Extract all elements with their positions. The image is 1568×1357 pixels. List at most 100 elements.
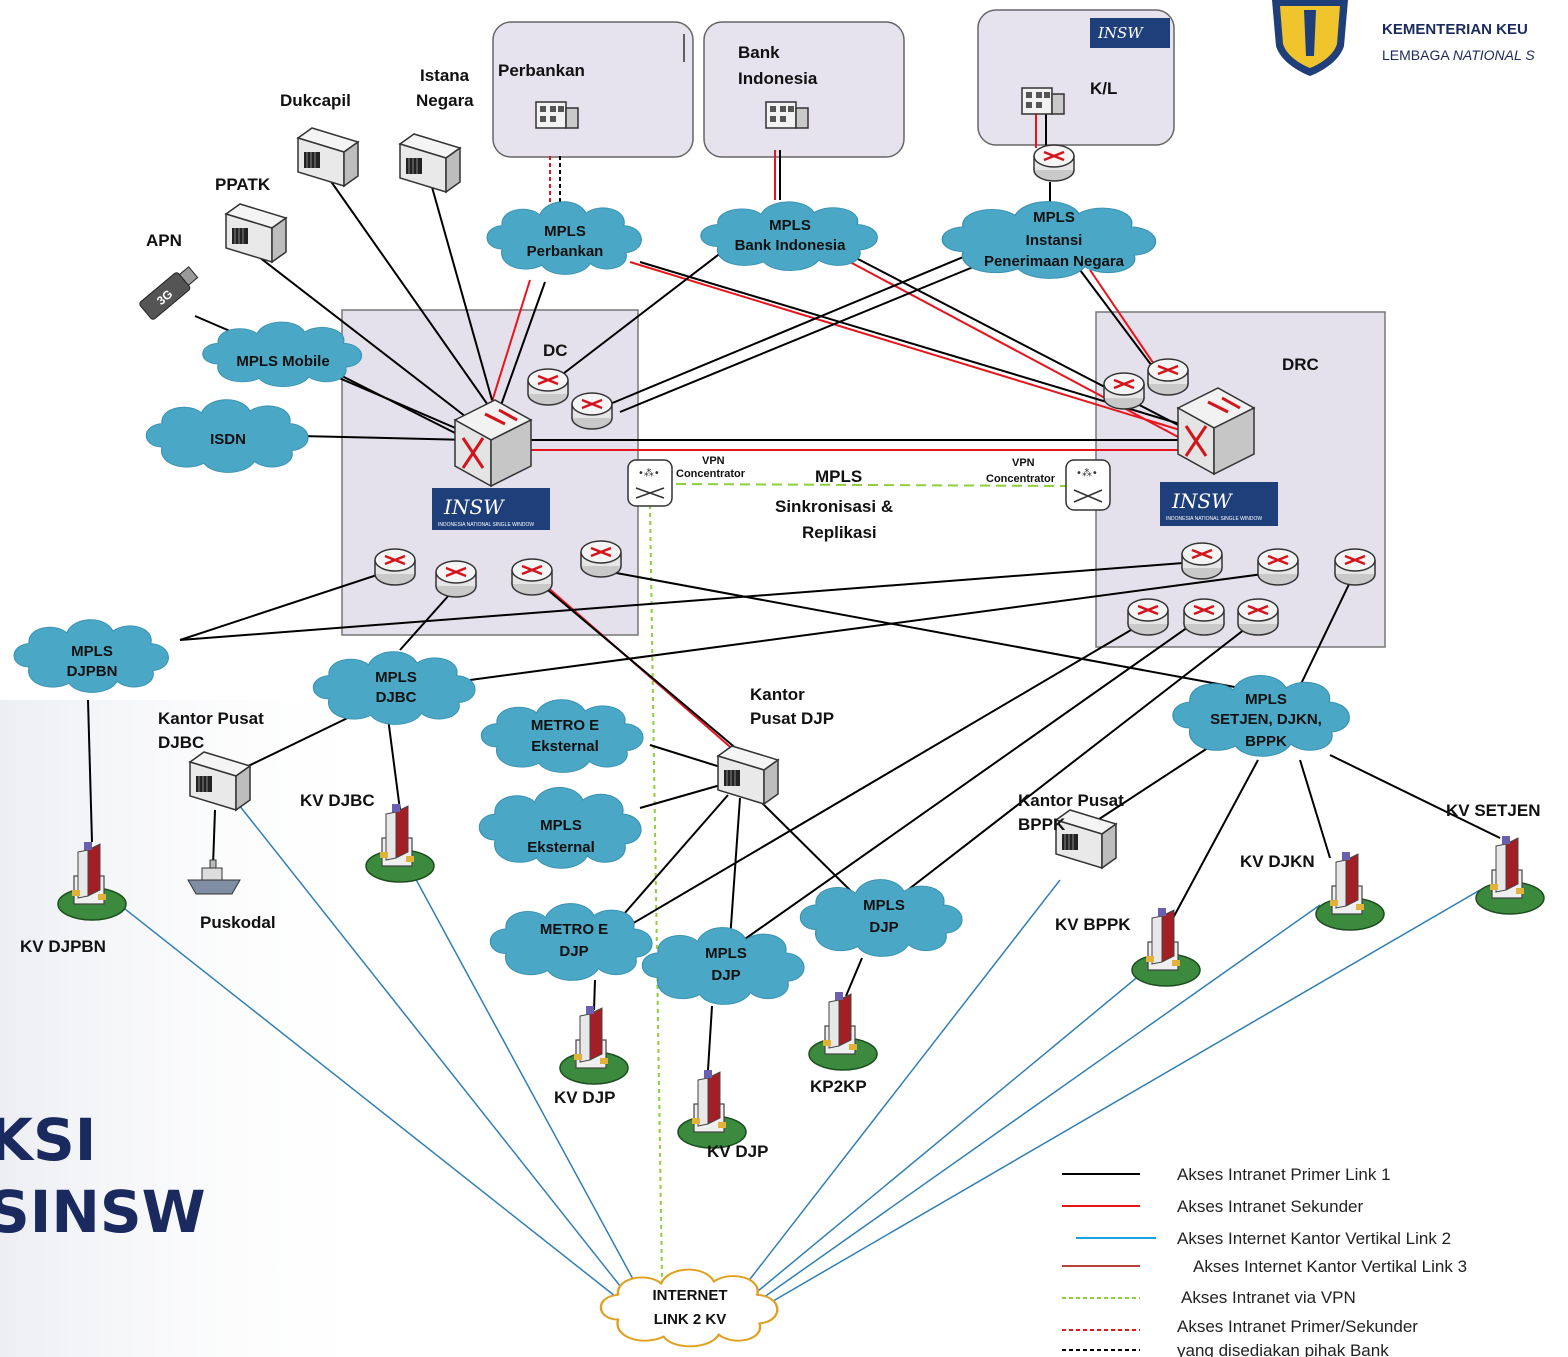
dc-insw-logo: INSW INDONESIA NATIONAL SINGLE WINDOW [432, 488, 550, 530]
puskodal-ship-icon [187, 859, 241, 895]
mpls-sync-title: MPLS [815, 467, 862, 486]
kv-djkn-label: KV DJKN [1240, 852, 1315, 871]
legend-label-4: Akses Intranet via VPN [1181, 1288, 1356, 1307]
drc-vpn-label-2: Concentrator [986, 473, 1056, 485]
dc-router-3-icon [373, 547, 417, 587]
kl-label: K/L [1090, 79, 1117, 98]
drc-router-5-icon [1333, 547, 1377, 587]
mpls-setjen-label-2: SETJEN, DJKN, [1210, 711, 1322, 728]
kv-bppk-icon [1131, 907, 1201, 987]
legend-label-0: Akses Intranet Primer Link 1 [1177, 1165, 1391, 1184]
kv-djp-1-icon [559, 1005, 629, 1085]
ppatk-label: PPATK [215, 175, 271, 194]
internet-links [119, 799, 1481, 1305]
mpls-djp-b-cloud [799, 879, 963, 957]
dc-router-2-icon [570, 391, 614, 431]
legend-label-3: Akses Internet Kantor Vertikal Link 3 [1193, 1257, 1467, 1276]
metro-e-eksternal-cloud [480, 699, 644, 773]
internet-cloud [599, 1268, 779, 1348]
ministry-emblem-icon [1272, 0, 1348, 76]
dc-router-1-icon [526, 367, 570, 407]
kv-bppk-label: KV BPPK [1055, 915, 1131, 934]
dc-vpn-label-1: VPN [702, 455, 725, 467]
kl-insw-logo: INSW [1090, 18, 1170, 48]
mpls-djbc-label-2: DJBC [376, 689, 417, 706]
legend-label-6: yang disediakan pihak Bank [1177, 1341, 1389, 1357]
legend: Akses Intranet Primer Link 1 Akses Intra… [1062, 1165, 1467, 1357]
bank-indonesia-box [703, 21, 905, 158]
kp2kp-label: KP2KP [810, 1077, 867, 1096]
legend-label-2: Akses Internet Kantor Vertikal Link 2 [1177, 1229, 1451, 1248]
vpn-links [675, 483, 1067, 487]
kv-djp-1-label: KV DJP [554, 1088, 615, 1107]
mpls-eksternal-label-2: Eksternal [527, 839, 595, 856]
legend-label-5: Akses Intranet Primer/Sekunder [1177, 1317, 1418, 1336]
dc-core-switch-icon [453, 399, 533, 488]
mpls-djp-a-cloud [641, 927, 805, 1005]
perbankan-box [492, 21, 694, 158]
mpls-djpbn-label-2: DJPBN [67, 663, 118, 680]
svg-text:INDONESIA NATIONAL SINGLE WIND: INDONESIA NATIONAL SINGLE WINDOW [1166, 516, 1262, 522]
svg-text:•⁂•: •⁂• [638, 467, 660, 479]
vpn-internet-link [649, 504, 663, 1281]
kp-bppk-label-1: Kantor Pusat [1018, 791, 1124, 810]
apn-3g-modem-icon: 3G [139, 266, 199, 320]
title-line-2: SINSW [0, 1178, 206, 1246]
drc-box [1095, 311, 1386, 648]
bi-label-1: Bank [738, 43, 780, 62]
legend-label-1: Akses Intranet Sekunder [1177, 1197, 1364, 1216]
dc-label: DC [543, 341, 568, 360]
kv-djpbn-label: KV DJPBN [20, 937, 106, 956]
kp-bppk-label-2: BPPK [1018, 815, 1066, 834]
kv-djbc-label: KV DJBC [300, 791, 375, 810]
metro-e-eksternal-label-2: Eksternal [531, 738, 599, 755]
internet-label-2: LINK 2 KV [654, 1311, 727, 1328]
drc-core-switch-icon [1176, 387, 1256, 476]
metro-e-eksternal-label-1: METRO E [531, 717, 599, 734]
mpls-djp-b-label-2: DJP [869, 919, 898, 936]
drc-insw-logo: INSW INDONESIA NATIONAL SINGLE WINDOW [1160, 482, 1278, 526]
mpls-perbankan-label-2: Perbankan [527, 243, 604, 260]
mpls-bi-label-1: MPLS [769, 217, 811, 234]
primary-links [87, 110, 1501, 1071]
dukcapil-server-icon [297, 127, 359, 187]
mpls-setjen-label-3: BPPK [1245, 733, 1287, 750]
drc-router-8-icon [1236, 597, 1280, 637]
mpls-djp-a-label-2: DJP [711, 967, 740, 984]
kv-djkn-icon [1315, 851, 1385, 931]
kp-djp-label-2: Pusat DJP [750, 709, 834, 728]
mpls-instansi-label-3: Penerimaan Negara [984, 253, 1125, 270]
title-line-1: KSI [0, 1106, 96, 1174]
drc-router-3-icon [1180, 541, 1224, 581]
mpls-instansi-label-1: MPLS [1033, 209, 1075, 226]
kv-setjen-icon [1475, 835, 1545, 915]
drc-label: DRC [1282, 355, 1319, 374]
drc-router-7-icon [1182, 597, 1226, 637]
svg-text:INSW: INSW [1097, 24, 1144, 42]
kp-djp-label-1: Kantor [750, 685, 805, 704]
drc-router-2-icon [1146, 357, 1190, 397]
mpls-instansi-label-2: Instansi [1026, 232, 1083, 249]
kv-setjen-label: KV SETJEN [1446, 801, 1540, 820]
kv-djp-2-label: KV DJP [707, 1142, 768, 1161]
metro-e-djp-label-2: DJP [559, 943, 588, 960]
mpls-perbankan-label-1: MPLS [544, 223, 586, 240]
dc-router-4-icon [434, 559, 478, 599]
ministry-name: KEMENTERIAN KEU [1382, 21, 1528, 38]
kl-router-icon [1032, 143, 1076, 183]
kp-djbc-label-1: Kantor Pusat [158, 709, 264, 728]
mpls-eksternal-label-1: MPLS [540, 817, 582, 834]
svg-text:INSW: INSW [1171, 489, 1233, 513]
istana-label-1: Istana [420, 66, 470, 85]
drc-router-1-icon [1102, 371, 1146, 411]
svg-text:•⁂•: •⁂• [1076, 467, 1098, 479]
kv-djp-2-icon [677, 1069, 747, 1149]
drc-vpn-concentrator-icon: •⁂• [1065, 459, 1111, 511]
mpls-bi-label-2: Bank Indonesia [735, 237, 847, 254]
dukcapil-label: Dukcapil [280, 91, 351, 110]
kp2kp-icon [808, 991, 878, 1071]
isdn-label: ISDN [210, 431, 246, 448]
drc-router-6-icon [1126, 597, 1170, 637]
perbankan-label: Perbankan [498, 61, 585, 80]
